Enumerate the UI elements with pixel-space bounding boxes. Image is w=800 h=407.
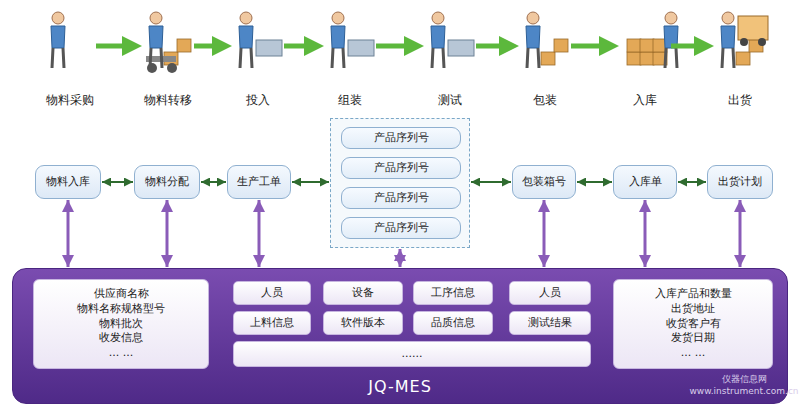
node-text: 产品序列号 [374, 221, 429, 236]
info-box: 品质信息 [413, 311, 493, 335]
node-text: 品质信息 [431, 316, 475, 331]
flow-arrow [571, 44, 611, 49]
step-label: 物料采购 [46, 92, 94, 109]
flow-arrow [194, 44, 224, 49]
serial-box: 产品序列号 [341, 157, 461, 179]
step-icon [526, 12, 568, 68]
system-link-arrow [166, 200, 169, 267]
system-link-arrow [739, 200, 742, 267]
node-text: 供应商名称 [94, 287, 149, 302]
node-text: 测试结果 [528, 316, 572, 331]
node-text: 物料分配 [145, 175, 189, 190]
process-box: 生产工单 [227, 165, 291, 199]
step-icon [51, 12, 65, 68]
group-box: 产品序列号产品序列号产品序列号产品序列号 [330, 118, 470, 248]
node-text: 物料名称规格型号 [77, 302, 165, 317]
node-text: 软件版本 [341, 316, 385, 331]
step-icon [721, 12, 768, 68]
step-label: 物料转移 [144, 92, 192, 109]
flow-link-arrow [678, 181, 706, 183]
node-text: ... ... [109, 346, 133, 361]
flow-arrow [671, 44, 706, 49]
node-text: 物料入库 [46, 175, 90, 190]
info-panel: 供应商名称物料名称规格型号物料批次收发信息... ... [33, 279, 209, 369]
flow-link-arrow [577, 181, 612, 183]
flow-arrow [376, 44, 416, 49]
node-text: 出货地址 [671, 302, 715, 317]
node-text: 包装箱号 [522, 175, 566, 190]
step-label: 出货 [728, 92, 752, 109]
node-text: ... ... [681, 346, 705, 361]
info-box: ...... [233, 341, 591, 367]
flow-arrow [96, 44, 134, 49]
node-text: 上料信息 [250, 316, 294, 331]
system-link-arrow [258, 200, 261, 267]
serial-box: 产品序列号 [341, 187, 461, 209]
node-text: 发货日期 [671, 331, 715, 346]
node-text: 工序信息 [431, 286, 475, 301]
node-text: 人员 [261, 286, 283, 301]
node-text: 设备 [352, 286, 374, 301]
serial-box: 产品序列号 [341, 217, 461, 239]
node-text: 生产工单 [237, 175, 281, 190]
flow-link-arrow [201, 181, 226, 183]
process-box: 入库单 [613, 165, 677, 199]
info-box: 人员 [233, 281, 311, 305]
process-box: 物料分配 [134, 165, 200, 199]
step-icon [239, 12, 282, 68]
node-text: 产品序列号 [374, 191, 429, 206]
node-text: JQ-MES [368, 376, 432, 398]
info-box: 测试结果 [509, 311, 591, 335]
node-text: 产品序列号 [374, 161, 429, 176]
system-band: JQ-MES供应商名称物料名称规格型号物料批次收发信息... ...人员设备工序… [12, 268, 788, 404]
info-box: 上料信息 [233, 311, 311, 335]
info-box: 工序信息 [413, 281, 493, 305]
flow-link-arrow [102, 181, 133, 183]
watermark: 仪器信息网 [722, 373, 767, 386]
process-box: 出货计划 [707, 165, 773, 199]
system-link-arrow [644, 200, 647, 267]
serial-box: 产品序列号 [341, 127, 461, 149]
node-text: 入库产品和数量 [655, 287, 732, 302]
flow-arrow [284, 44, 316, 49]
node-text: 收发信息 [99, 331, 143, 346]
node-text: 产品序列号 [374, 131, 429, 146]
system-link-arrow [543, 200, 546, 267]
process-box: 物料入库 [35, 165, 101, 199]
node-text: ...... [402, 347, 423, 362]
info-box: 人员 [509, 281, 591, 305]
node-text: 入库单 [629, 175, 662, 190]
step-label: 入库 [633, 92, 657, 109]
step-label: 测试 [438, 92, 462, 109]
step-label: 投入 [246, 92, 270, 109]
flow-link-arrow [292, 181, 329, 183]
system-link-arrow [399, 249, 402, 267]
flow-arrow [476, 44, 511, 49]
node-text: 收货客户有 [666, 317, 721, 332]
node-text: 人员 [539, 286, 561, 301]
node-text: 出货计划 [718, 175, 762, 190]
step-icon [331, 12, 374, 68]
step-icon [431, 12, 474, 68]
step-icon [146, 12, 191, 73]
step-label: 包装 [533, 92, 557, 109]
info-box: 设备 [323, 281, 403, 305]
step-label: 组装 [338, 92, 362, 109]
watermark: www.instrument.com.cn [689, 386, 798, 396]
info-panel: 入库产品和数量出货地址收货客户有发货日期... ... [613, 279, 773, 369]
process-box: 包装箱号 [512, 165, 576, 199]
info-box: 软件版本 [323, 311, 403, 335]
step-icon [627, 12, 678, 68]
node-text: 物料批次 [99, 317, 143, 332]
flow-link-arrow [471, 181, 511, 183]
system-link-arrow [67, 200, 70, 267]
